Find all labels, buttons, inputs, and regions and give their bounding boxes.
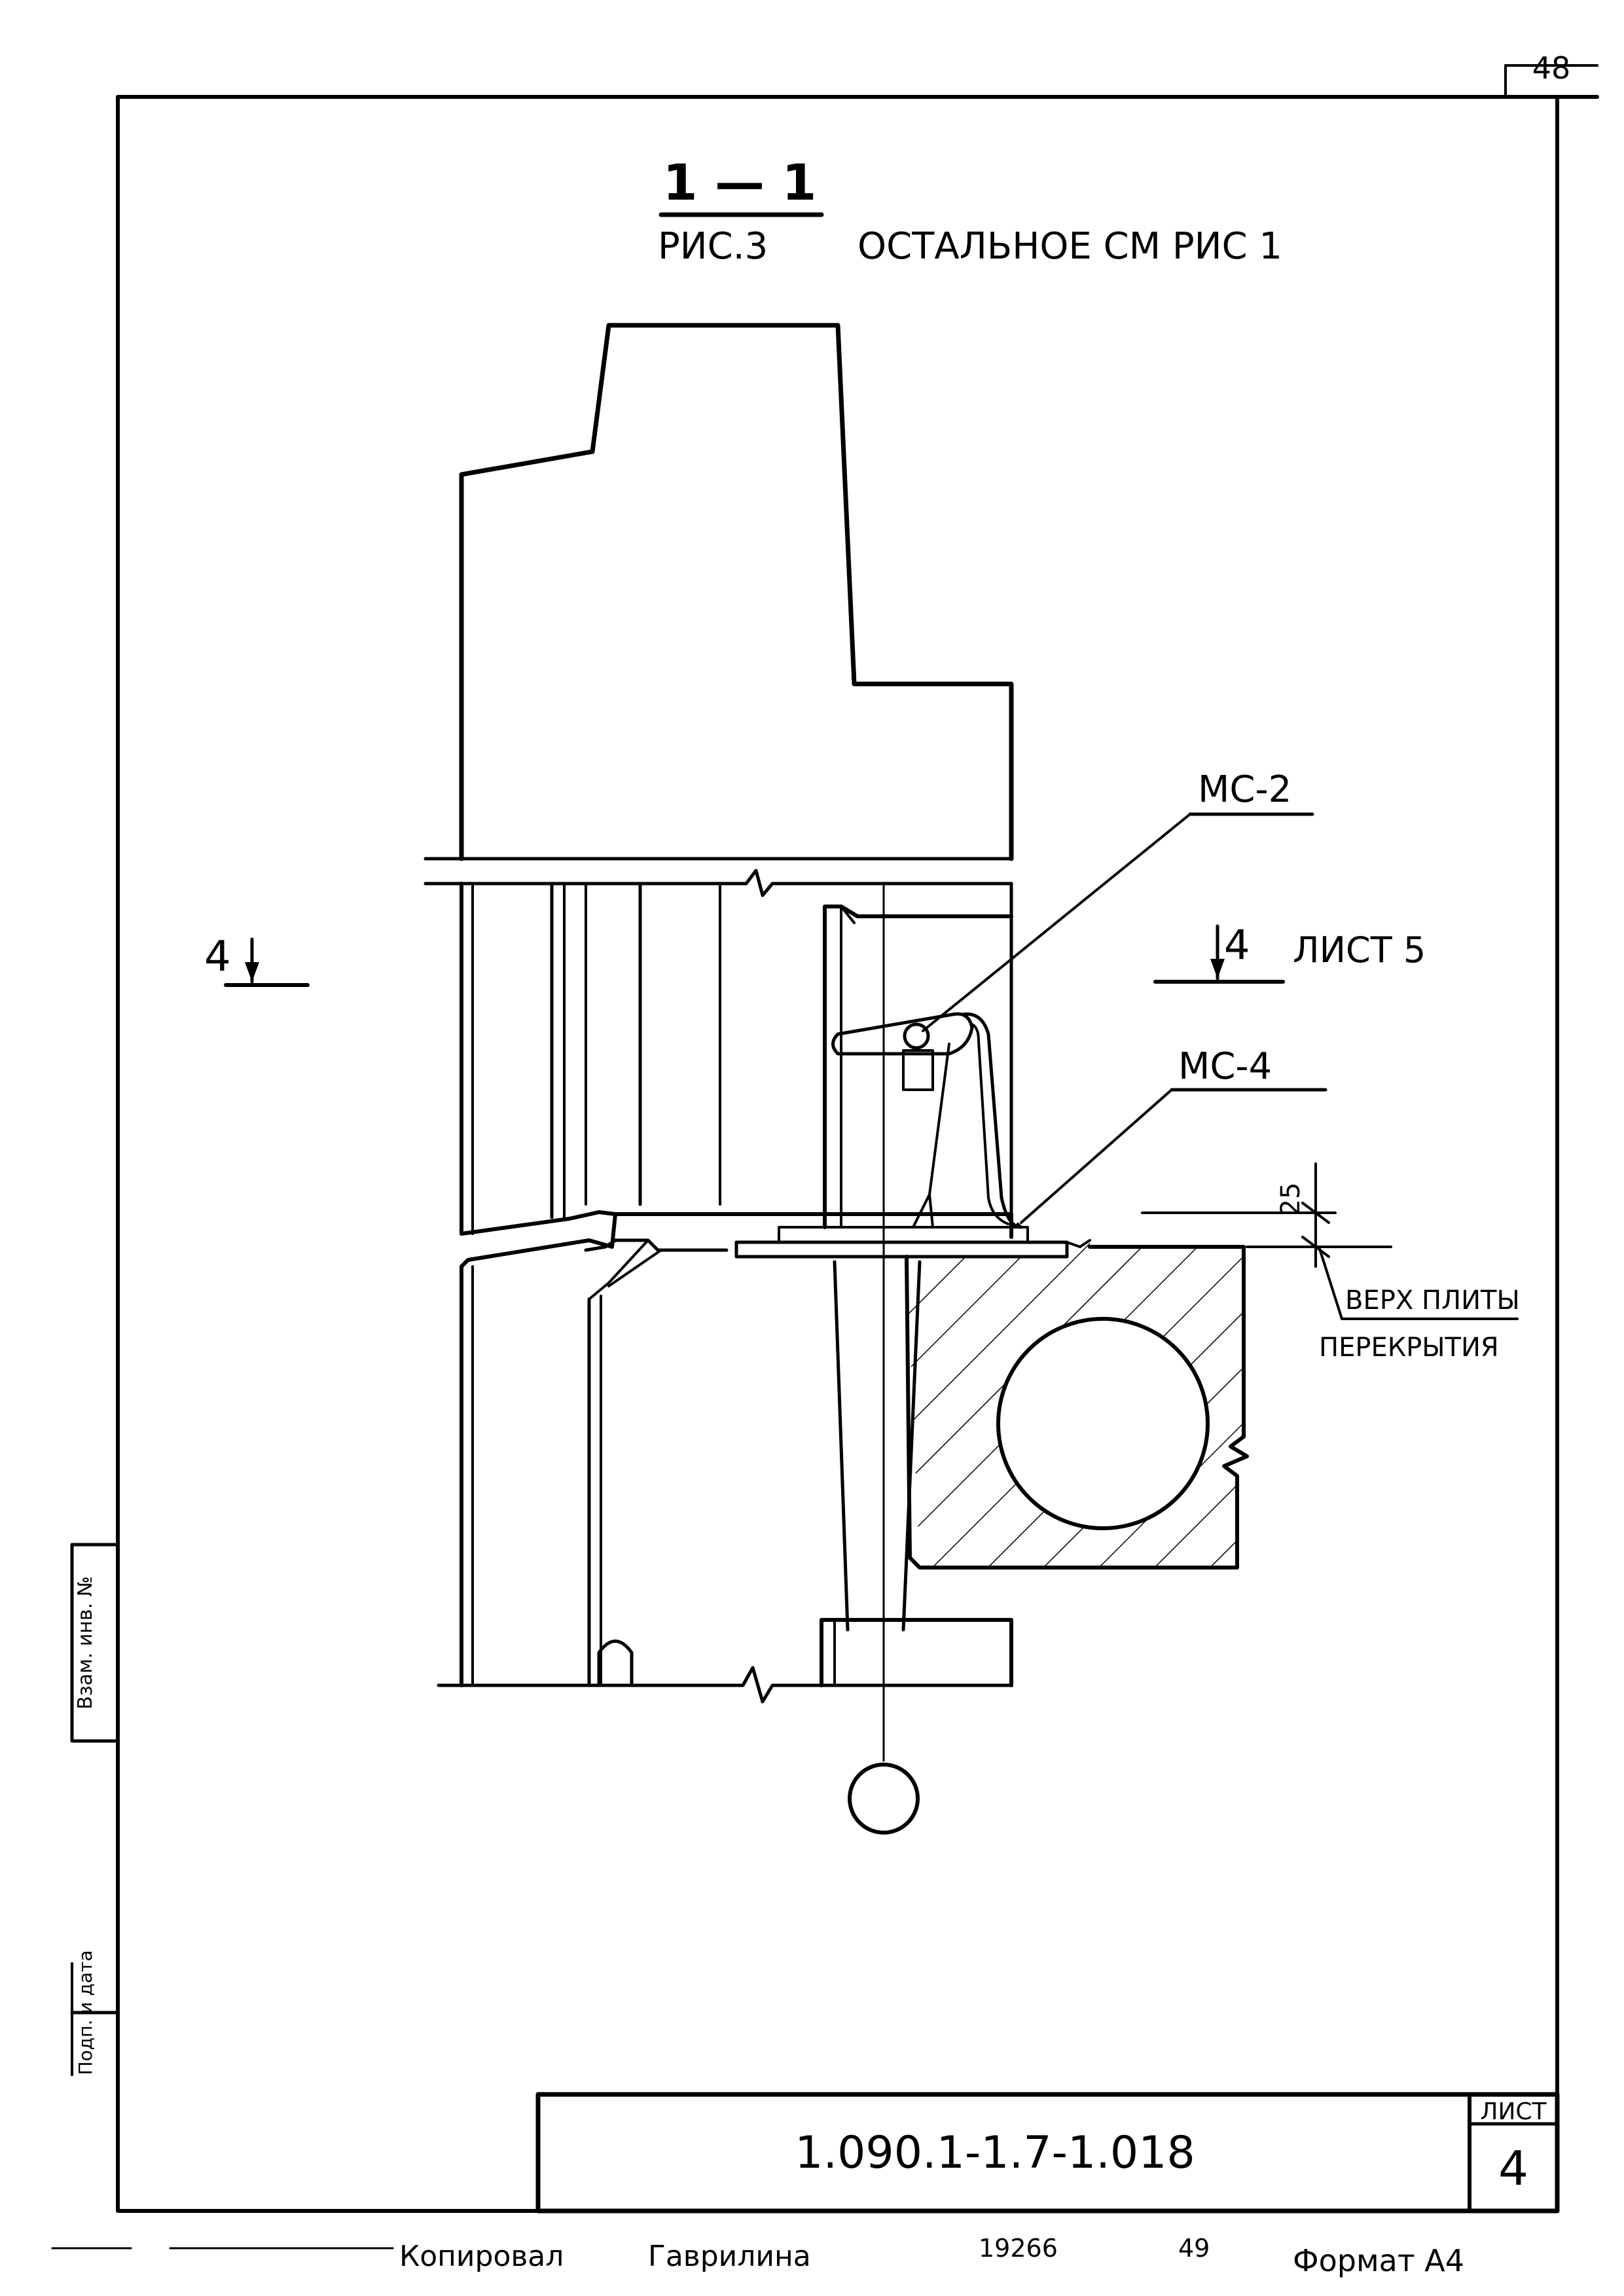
section-cut-left <box>224 937 310 987</box>
section-cut-right <box>1153 924 1285 984</box>
footer-format: Формат А4 <box>1293 2243 1464 2278</box>
section-cut-right-sheet: ЛИСТ 5 <box>1293 929 1426 971</box>
figure-ref: РИС.3 <box>658 225 768 268</box>
side-stamp-upper <box>70 1543 120 1743</box>
title-block-sheet-label: ЛИСТ <box>1480 2098 1547 2125</box>
callout-ms2: МС-2 <box>1198 768 1291 811</box>
section-note: ОСТАЛЬНОЕ СМ РИС 1 <box>857 225 1282 268</box>
embedded-plate-ms4 <box>734 1223 1091 1259</box>
section-mark: 1 — 1 <box>663 153 817 211</box>
title-block-code: 1.090.1-1.7-1.018 <box>795 2127 1195 2179</box>
callout-ms4: МС-4 <box>1178 1045 1272 1088</box>
break-line-lower <box>437 1666 1013 1704</box>
dimension-25-label: 25 <box>1276 1183 1306 1216</box>
slab-top-leader <box>1318 1246 1519 1320</box>
axis-marker-circle <box>848 1763 920 1835</box>
slab-top-label-1: ВЕРХ ПЛИТЫ <box>1345 1285 1520 1316</box>
footer-order: 19266 <box>979 2234 1058 2263</box>
section-cut-right-label: 4 <box>1224 921 1250 969</box>
inner-column <box>823 882 1013 1229</box>
slab-top-label-2: ПЕРЕКРЫТИЯ <box>1319 1333 1499 1363</box>
sheet-frame <box>116 64 1599 2213</box>
section-cut-left-label: 4 <box>204 933 231 981</box>
footer-number: 49 <box>1178 2234 1210 2263</box>
title-block <box>535 2092 1560 2214</box>
floor-slab <box>905 1242 1249 1570</box>
side-stamp-upper-text: Взам. инв. № <box>74 1576 97 1710</box>
side-stamp-lower-text: Подп. и дата <box>75 1950 96 2075</box>
leader-lines <box>922 812 1327 1224</box>
footer-copied: Копировал <box>399 2240 564 2273</box>
title-block-sheet-number: 4 <box>1498 2141 1528 2196</box>
side-stamp-lower <box>70 1962 120 2076</box>
upper-wall-panel <box>459 323 1014 861</box>
anchor-ms2 <box>831 1012 1023 1229</box>
footer-name: Гаврилина <box>648 2240 811 2273</box>
lower-wall-panel <box>460 882 1013 1687</box>
break-line-upper <box>424 857 1013 897</box>
slab-hollow-core <box>996 1317 1210 1530</box>
sheet-corner-number: 48 <box>1532 50 1571 86</box>
